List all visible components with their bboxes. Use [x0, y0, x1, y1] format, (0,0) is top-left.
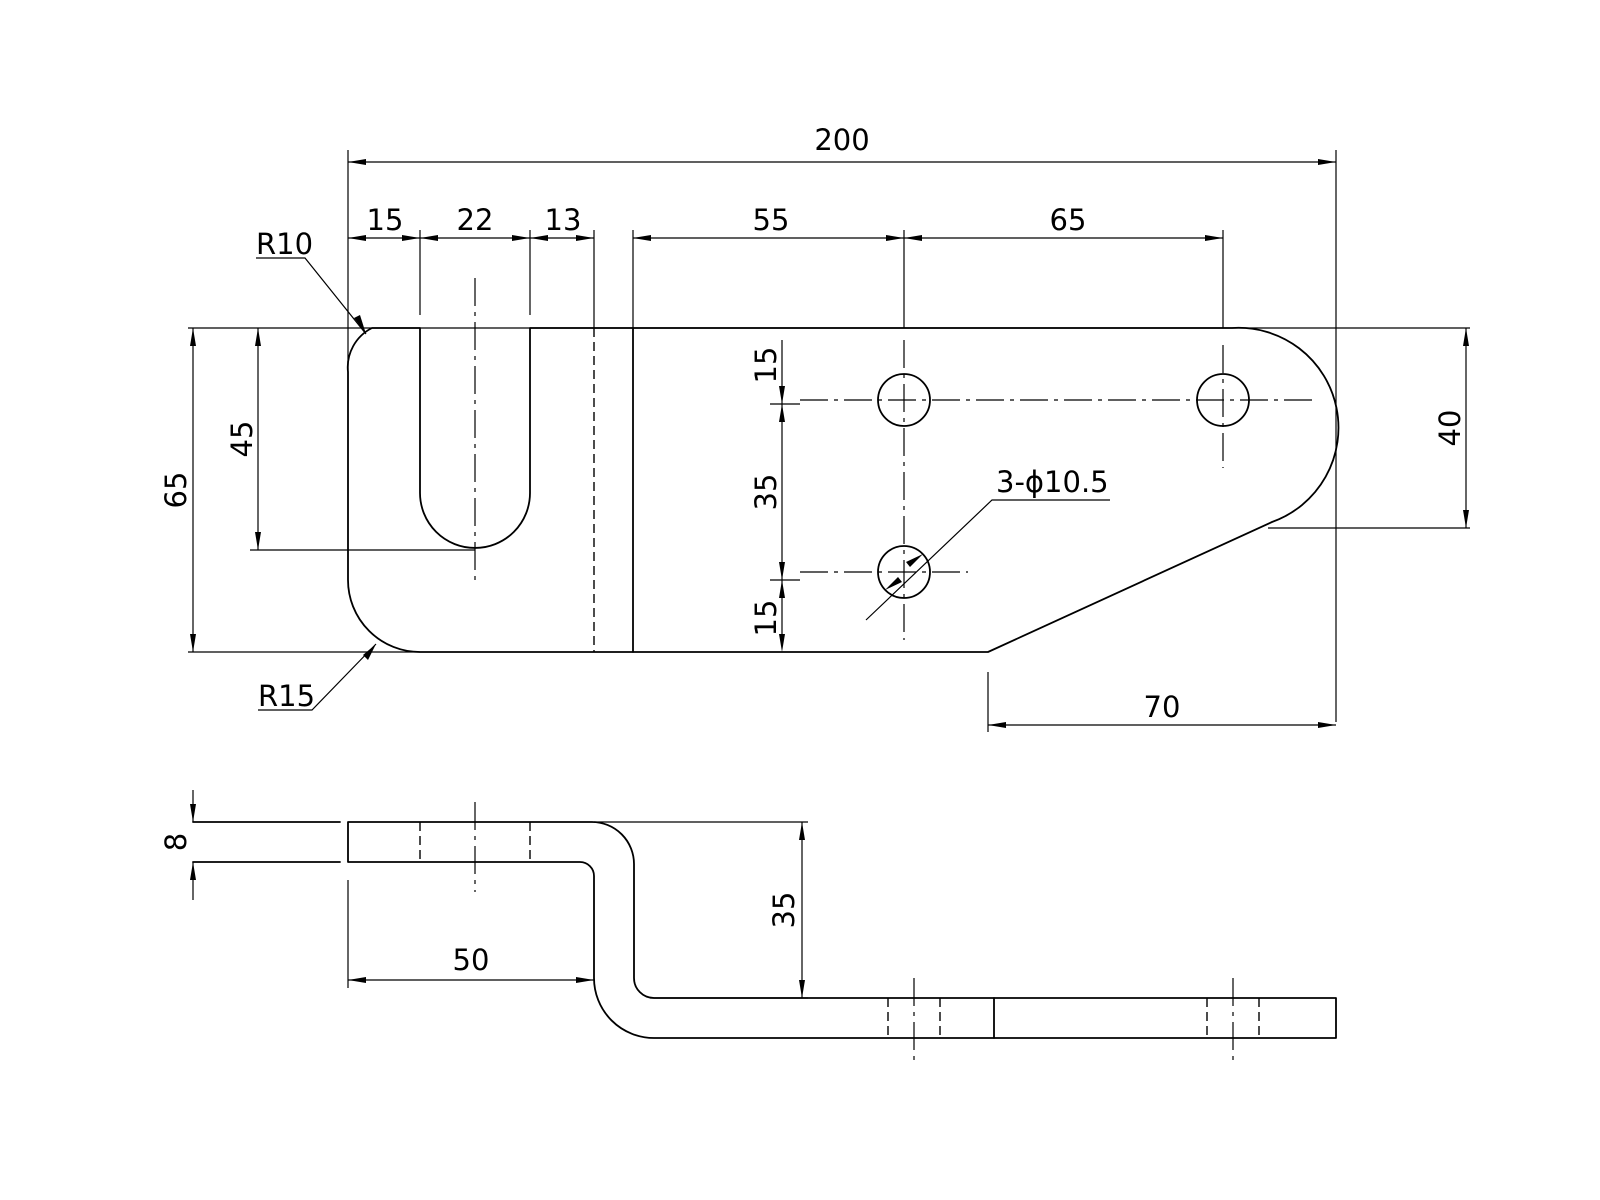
- dim-step-length: 50: [453, 943, 490, 977]
- r15-leader: [258, 643, 377, 711]
- hole-callout-leader: [865, 499, 1110, 621]
- label-hole-callout: 3-ϕ10.5: [996, 465, 1109, 499]
- dimension-arrowheads: [190, 159, 1469, 728]
- extension-lines: [188, 150, 1470, 732]
- dim-hole-from-bottom: 15: [749, 600, 783, 637]
- plan-view-labels: 200 15 22 13 55 65 R10 R15 3-ϕ10.5 70 65…: [159, 123, 1467, 724]
- bracket-profile: [347, 821, 1337, 1039]
- dim-bend-to-hole: 55: [753, 203, 790, 237]
- plan-view: 200 15 22 13 55 65 R10 R15 3-ϕ10.5 70 65…: [159, 123, 1470, 732]
- dim-thickness: 8: [159, 833, 193, 851]
- dim-slot-to-bend: 13: [545, 203, 582, 237]
- dim-chamfer-length: 70: [1144, 690, 1181, 724]
- dim-slot-depth: 45: [225, 421, 259, 458]
- dim-hole-pitch: 65: [1050, 203, 1087, 237]
- side-view: 8 35 50: [159, 790, 1337, 1062]
- label-radius-bottom: R15: [258, 679, 315, 713]
- side-dimension-lines: [192, 790, 808, 999]
- dim-slot-offset: 15: [367, 203, 404, 237]
- plate-outline: [346, 326, 1340, 653]
- dim-overall-length: 200: [814, 123, 869, 157]
- side-view-labels: 8 35 50: [159, 833, 801, 977]
- side-dimension-arrowheads: [190, 804, 805, 998]
- dim-hole-from-top: 15: [749, 347, 783, 384]
- label-radius-top: R10: [256, 227, 313, 261]
- dim-hole-spacing-vertical: 35: [749, 474, 783, 511]
- r10-leader: [256, 257, 367, 335]
- dim-end-height: 40: [1433, 410, 1467, 447]
- dim-overall-height: 65: [159, 472, 193, 509]
- dim-offset-height: 35: [767, 892, 801, 929]
- dimension-lines: [192, 161, 1467, 726]
- dim-slot-width: 22: [457, 203, 494, 237]
